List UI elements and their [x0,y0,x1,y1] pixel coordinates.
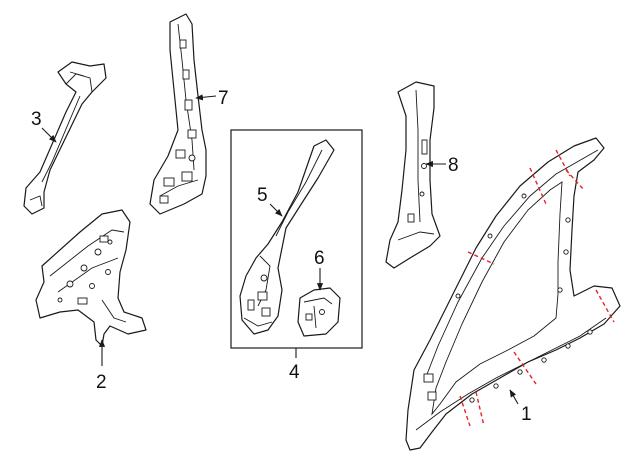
callout-2: 2 [96,372,107,393]
part-5-reinforcement [239,139,335,335]
leader-5 [269,203,283,217]
leader-7 [195,94,217,101]
callout-6: 6 [314,248,325,269]
part-8-center-pillar [385,81,441,269]
callout-4: 4 [289,362,300,383]
cut-line [467,251,495,265]
leader-3 [41,127,57,143]
part-3-pillar-reinforcement [23,61,107,215]
cut-line [565,169,585,191]
cut-line [475,391,485,427]
leader-1 [509,389,519,405]
callout-7: 7 [218,88,229,109]
callout-3: 3 [31,109,42,130]
leader-lines [41,94,519,405]
part-4-assembly-box [230,129,363,349]
cut-line [595,289,615,323]
part-1-body-side-frame [405,137,621,451]
callout-5: 5 [257,185,268,206]
cut-lines [459,149,615,427]
callout-labels: 1 2 3 4 5 6 7 8 [31,88,532,425]
callout-1: 1 [521,404,532,425]
callout-8: 8 [448,155,459,176]
part-6-bracket [297,287,341,337]
cut-line [459,395,471,427]
part-2-hinge-pillar [35,209,147,347]
part-7-pillar-inner [149,13,207,215]
